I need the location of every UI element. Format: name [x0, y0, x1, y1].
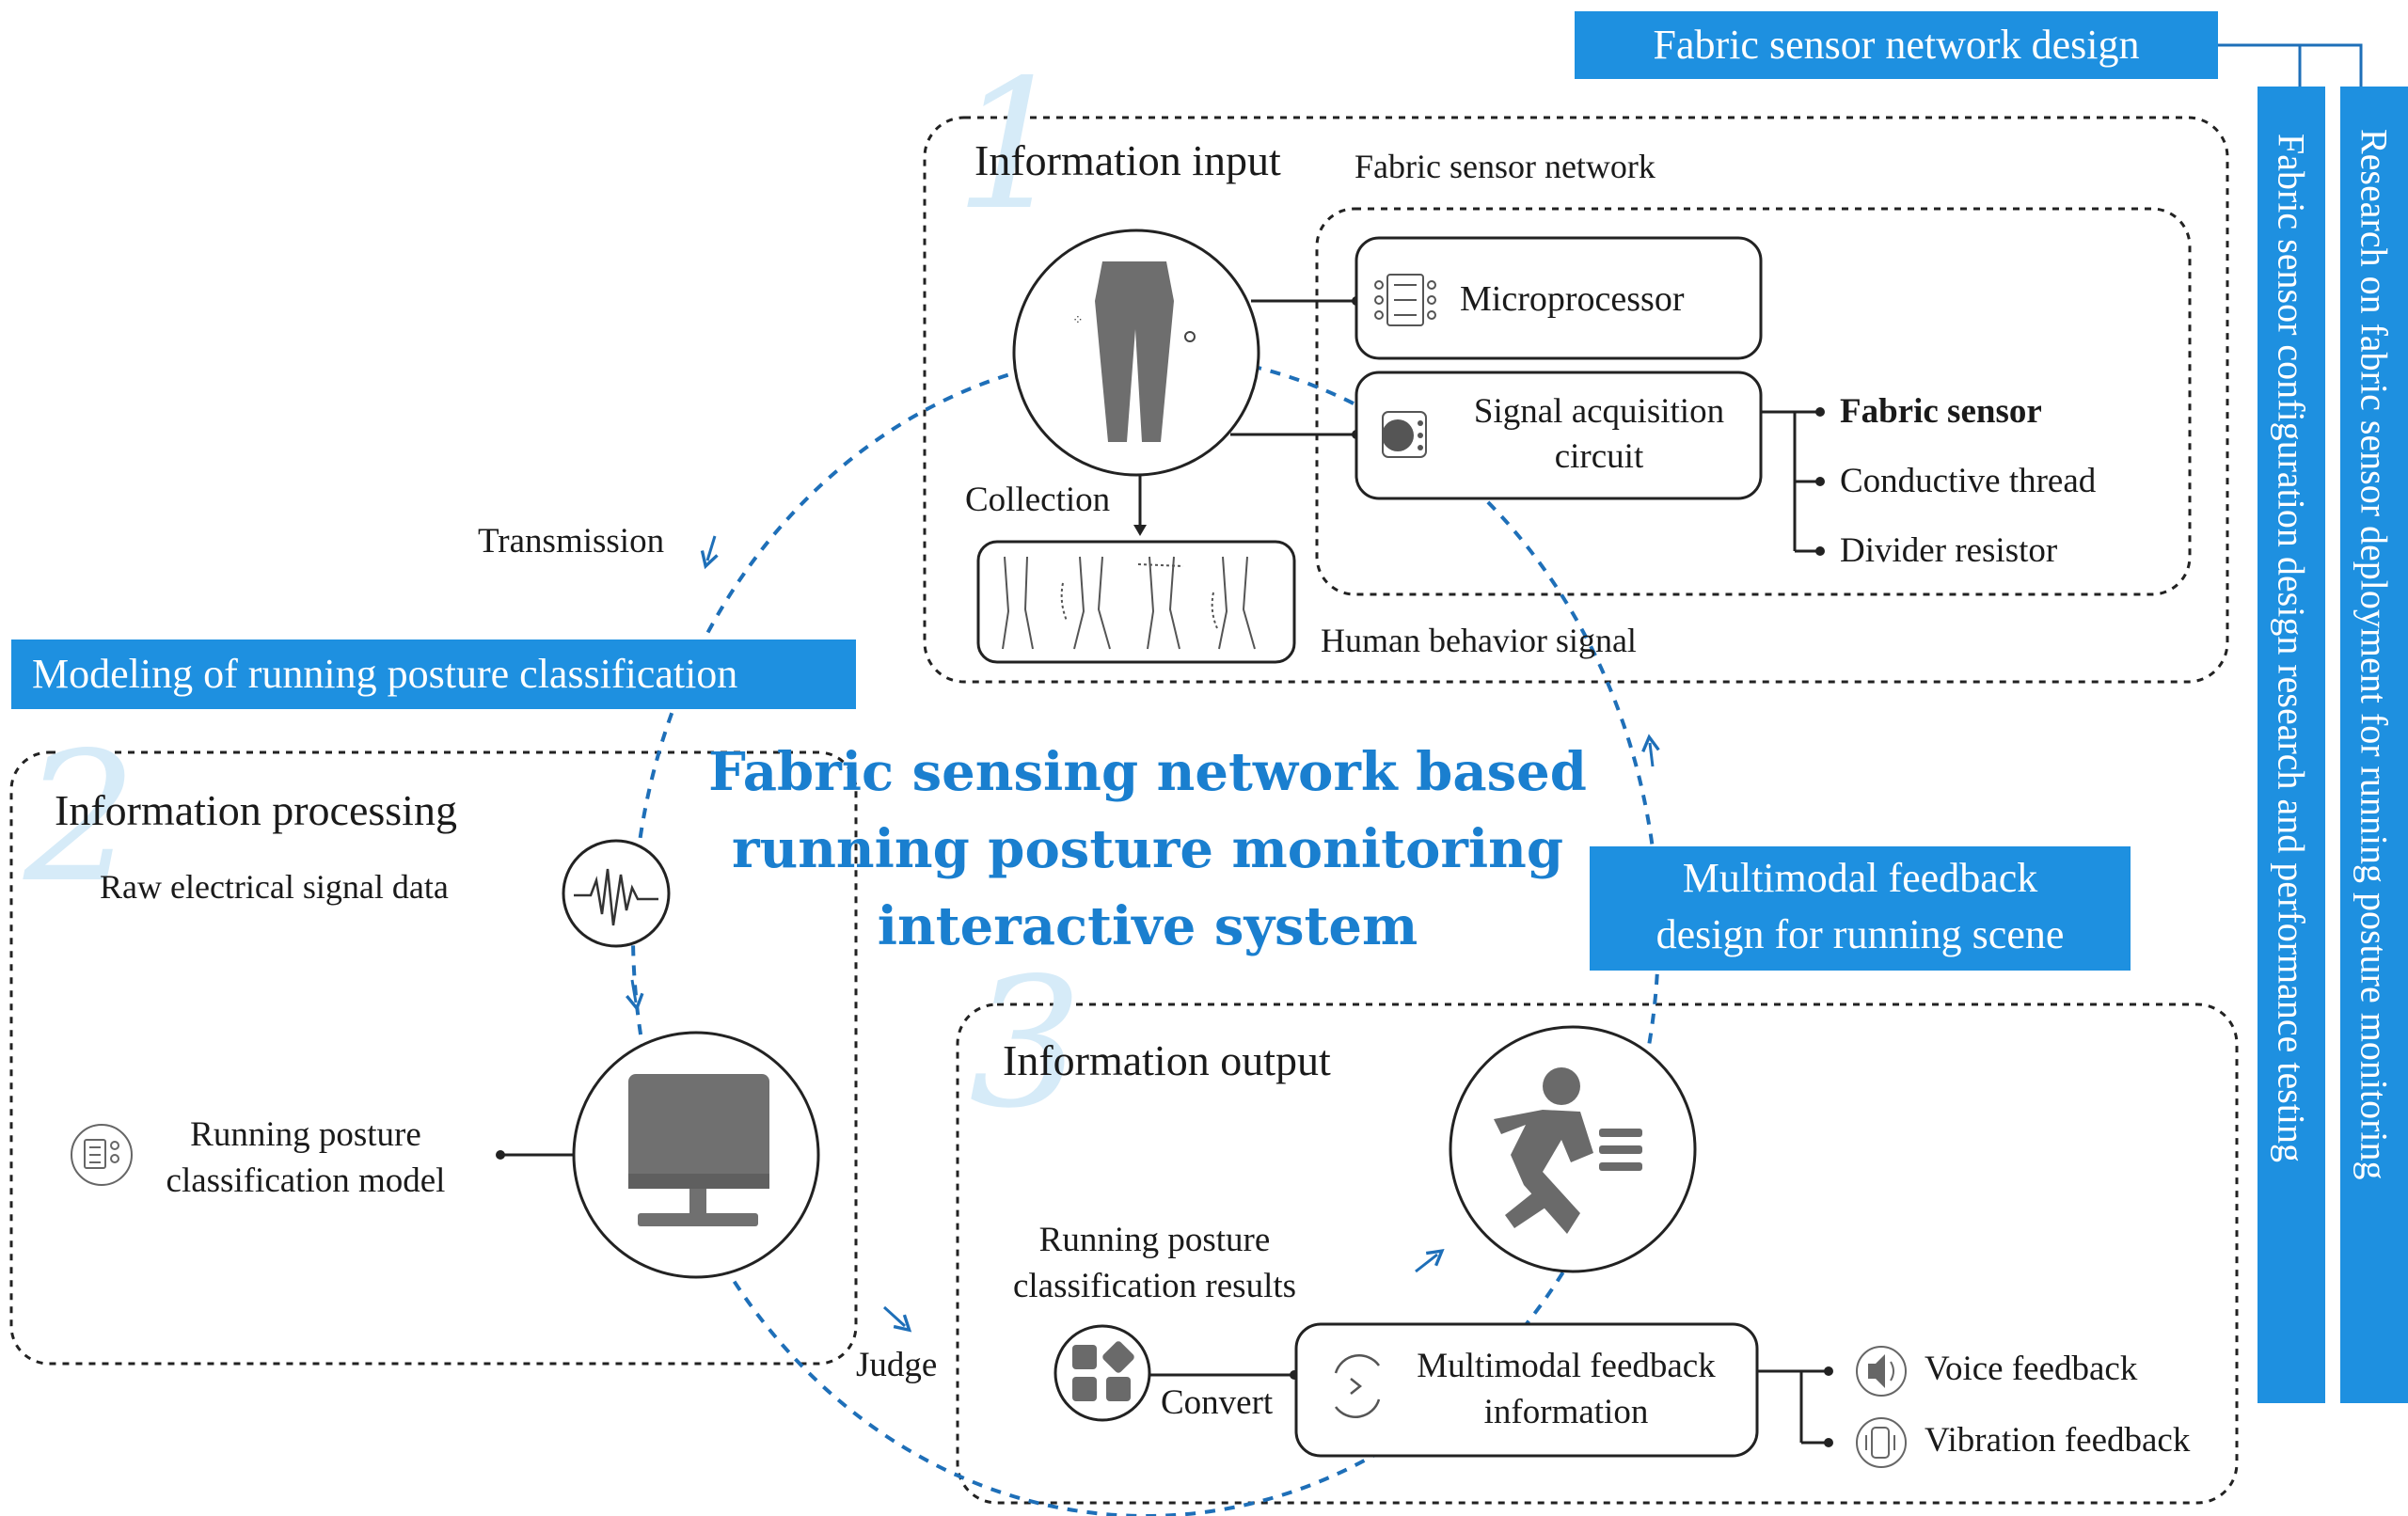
convert-cycle-icon [1334, 1354, 1381, 1418]
fabric-network-design-label: Fabric sensor network design [1575, 11, 2218, 79]
modeling-text: Modeling of running posture classificati… [32, 651, 738, 697]
leg-postures-icon [1002, 556, 1256, 650]
config-research-text: Fabric sensor configuration design resea… [2270, 134, 2313, 1163]
vibration-icon [1865, 1427, 1895, 1459]
results-label-line1: Running posture [1038, 1221, 1271, 1259]
vibration-feedback-label: Vibration feedback [1925, 1421, 2191, 1460]
feedback-info-label: Multimodal feedback information [1392, 1343, 1740, 1435]
feedback-info-line2: information [1483, 1393, 1649, 1431]
signal-circuit-line1: Signal acquisition [1473, 392, 1725, 431]
component-fabric-sensor: Fabric sensor [1840, 392, 2042, 431]
signal-circuit-icon [1382, 411, 1427, 458]
fabric-network-label: Fabric sensor network [1354, 148, 1656, 185]
center-title-line2: running posture monitoring [732, 818, 1563, 880]
multimodal-design-line2: design for running scene [1656, 911, 2065, 957]
input-heading: Information input [974, 136, 1281, 184]
transmission-label: Transmission [478, 522, 665, 561]
microprocessor-icon [1374, 274, 1436, 326]
waveform-icon [574, 868, 658, 926]
model-icon-circle [71, 1124, 133, 1186]
judge-label: Judge [856, 1346, 938, 1384]
microprocessor-label: Microprocessor [1460, 279, 1685, 319]
leggings-icon: ⁘ [1072, 261, 1196, 442]
center-title: Fabric sensing network based running pos… [658, 734, 1637, 965]
feedback-info-box [1294, 1322, 1759, 1458]
flow-arrow-judge [882, 1305, 912, 1333]
center-title-line1: Fabric sensing network based [708, 741, 1587, 803]
fabric-network-design-text: Fabric sensor network design [1653, 22, 2140, 68]
signal-circuit-line2: circuit [1554, 437, 1644, 476]
deployment-research-label: Research on fabric sensor deployment for… [2340, 87, 2408, 1403]
leg-postures-box [976, 540, 1296, 664]
flow-arrow-convert [1415, 1249, 1445, 1273]
processing-heading: Information processing [55, 786, 457, 834]
section-number-3: 3 [969, 940, 1083, 1147]
human-signal-label: Human behavior signal [1321, 622, 1637, 659]
center-title-line3: interactive system [877, 895, 1418, 957]
convert-label: Convert [1161, 1383, 1274, 1422]
components-branch [1761, 410, 1817, 553]
waveform-circle [562, 839, 671, 948]
feedback-branch [1757, 1369, 1825, 1445]
model-label-line1: Running posture [190, 1115, 421, 1154]
voice-feedback-label: Voice feedback [1925, 1350, 2138, 1388]
output-heading: Information output [1003, 1036, 1331, 1084]
signal-circuit-box [1354, 371, 1763, 500]
results-grid-icon [1072, 1341, 1134, 1401]
flow-arrow-waveform [626, 979, 644, 1012]
processing-section-frame [9, 750, 858, 1366]
flow-arrow-up [1641, 734, 1660, 767]
signal-circuit-label: Signal acquisition circuit [1449, 389, 1750, 480]
vibration-icon-circle [1856, 1417, 1907, 1468]
sensor-network-frame [1315, 207, 2192, 596]
deployment-research-text: Research on fabric sensor deployment for… [2353, 129, 2396, 1180]
component-conductive-thread: Conductive thread [1840, 462, 2097, 500]
microprocessor-box [1354, 236, 1763, 360]
input-section-frame [923, 116, 2229, 684]
section-number-1: 1 [955, 41, 1069, 249]
results-label-line2: classification results [1012, 1267, 1297, 1305]
feedback-info-line1: Multimodal feedback [1417, 1347, 1716, 1385]
model-icon [84, 1139, 119, 1169]
results-circle [1054, 1324, 1151, 1422]
flow-arrow-transmission [700, 535, 719, 570]
component-divider-resistor: Divider resistor [1840, 531, 2058, 570]
multimodal-design-label: Multimodal feedback design for running s… [1590, 846, 2131, 971]
model-label: Running posture classification model [141, 1112, 470, 1204]
modeling-label: Modeling of running posture classificati… [11, 640, 856, 709]
collection-label: Collection [965, 481, 1111, 519]
raw-data-label: Raw electrical signal data [100, 868, 449, 906]
config-research-label: Fabric sensor configuration design resea… [2258, 87, 2325, 1403]
runner-icon [1494, 1067, 1642, 1234]
multimodal-design-line1: Multimodal feedback [1682, 855, 2038, 901]
model-label-line2: classification model [166, 1161, 446, 1200]
right-column-connector [2218, 43, 2363, 87]
output-section-frame [956, 1003, 2239, 1505]
leggings-circle [1012, 229, 1260, 477]
svg-text:⁘: ⁘ [1072, 313, 1084, 328]
section-number-2: 2 [24, 714, 137, 922]
computer-monitor-icon [628, 1074, 769, 1226]
speaker-icon [1868, 1354, 1894, 1388]
results-label: Running posture classification results [978, 1217, 1331, 1309]
